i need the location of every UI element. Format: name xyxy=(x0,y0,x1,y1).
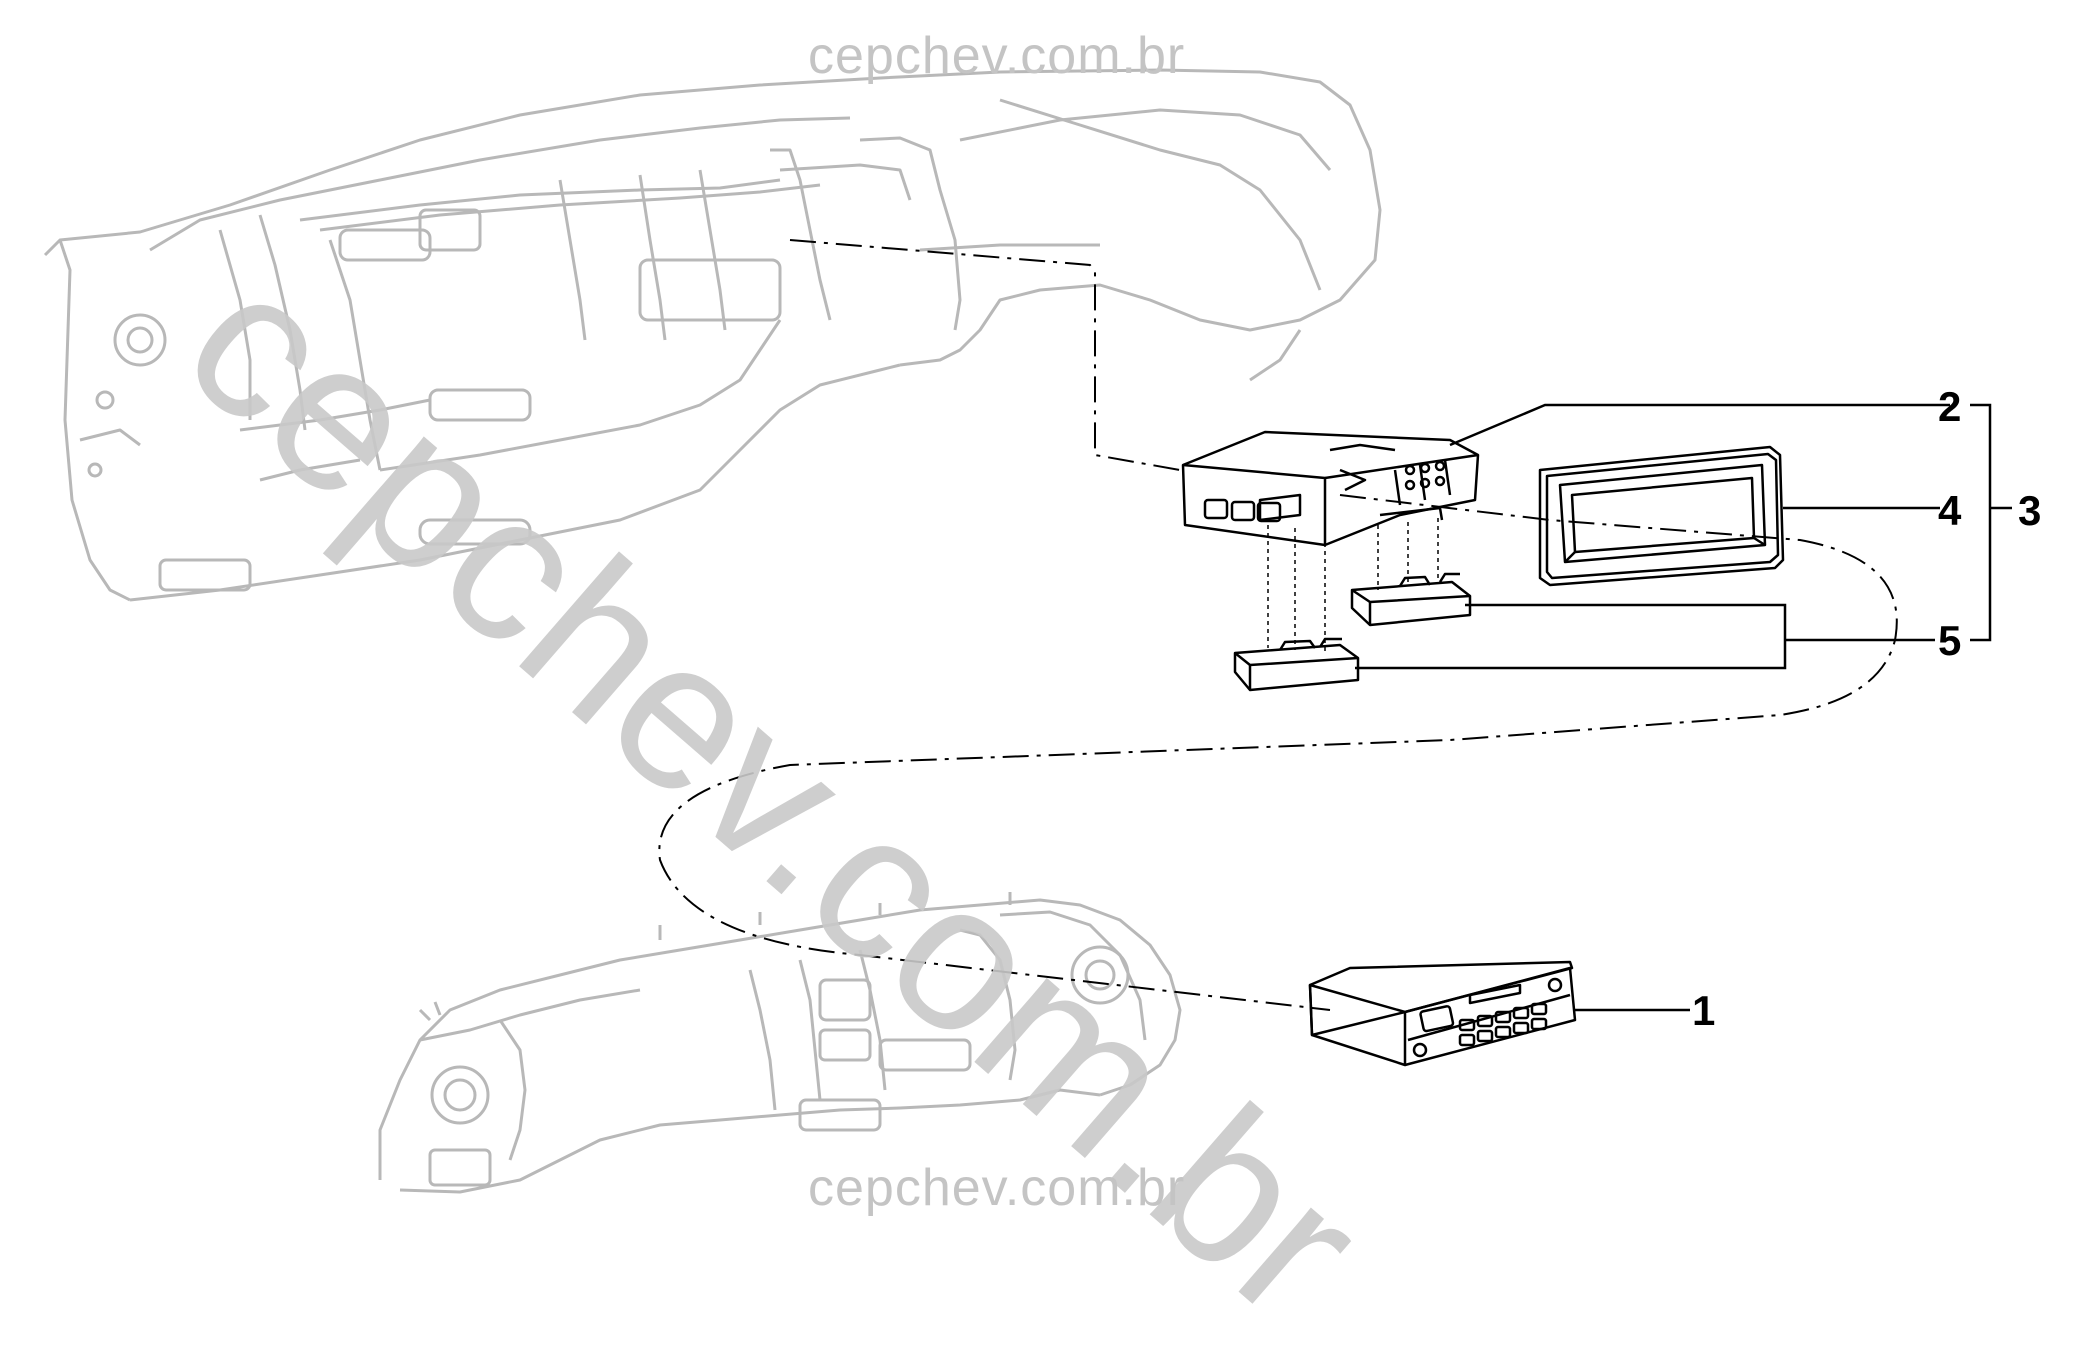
watermark-top: cepchev.com.br xyxy=(808,27,1186,85)
radio-installation-diagram: cepchev.com.br cepchev.com.br cepchev.co… xyxy=(43,27,2042,1362)
callout-1: 1 xyxy=(1692,987,1716,1034)
radio-unit xyxy=(1308,960,1577,1067)
callout-3: 3 xyxy=(2018,487,2042,534)
callout-4: 4 xyxy=(1938,487,1962,534)
radio-buttons xyxy=(1412,977,1563,1058)
support-rails xyxy=(1233,572,1472,692)
callout-2: 2 xyxy=(1938,383,1962,430)
leader-lines xyxy=(658,239,1898,1011)
alignment-lines xyxy=(1267,518,1439,655)
callout-lines xyxy=(1355,403,2012,1012)
lower-dashboard-illustration xyxy=(378,892,1182,1194)
diagram-canvas xyxy=(43,68,2012,1194)
radio-bracket xyxy=(1181,430,1480,547)
callout-5: 5 xyxy=(1938,617,1962,664)
trim-bezel xyxy=(1538,445,1785,587)
watermark-bottom: cepchev.com.br xyxy=(808,1159,1186,1217)
upper-dashboard-illustration xyxy=(43,68,1382,602)
